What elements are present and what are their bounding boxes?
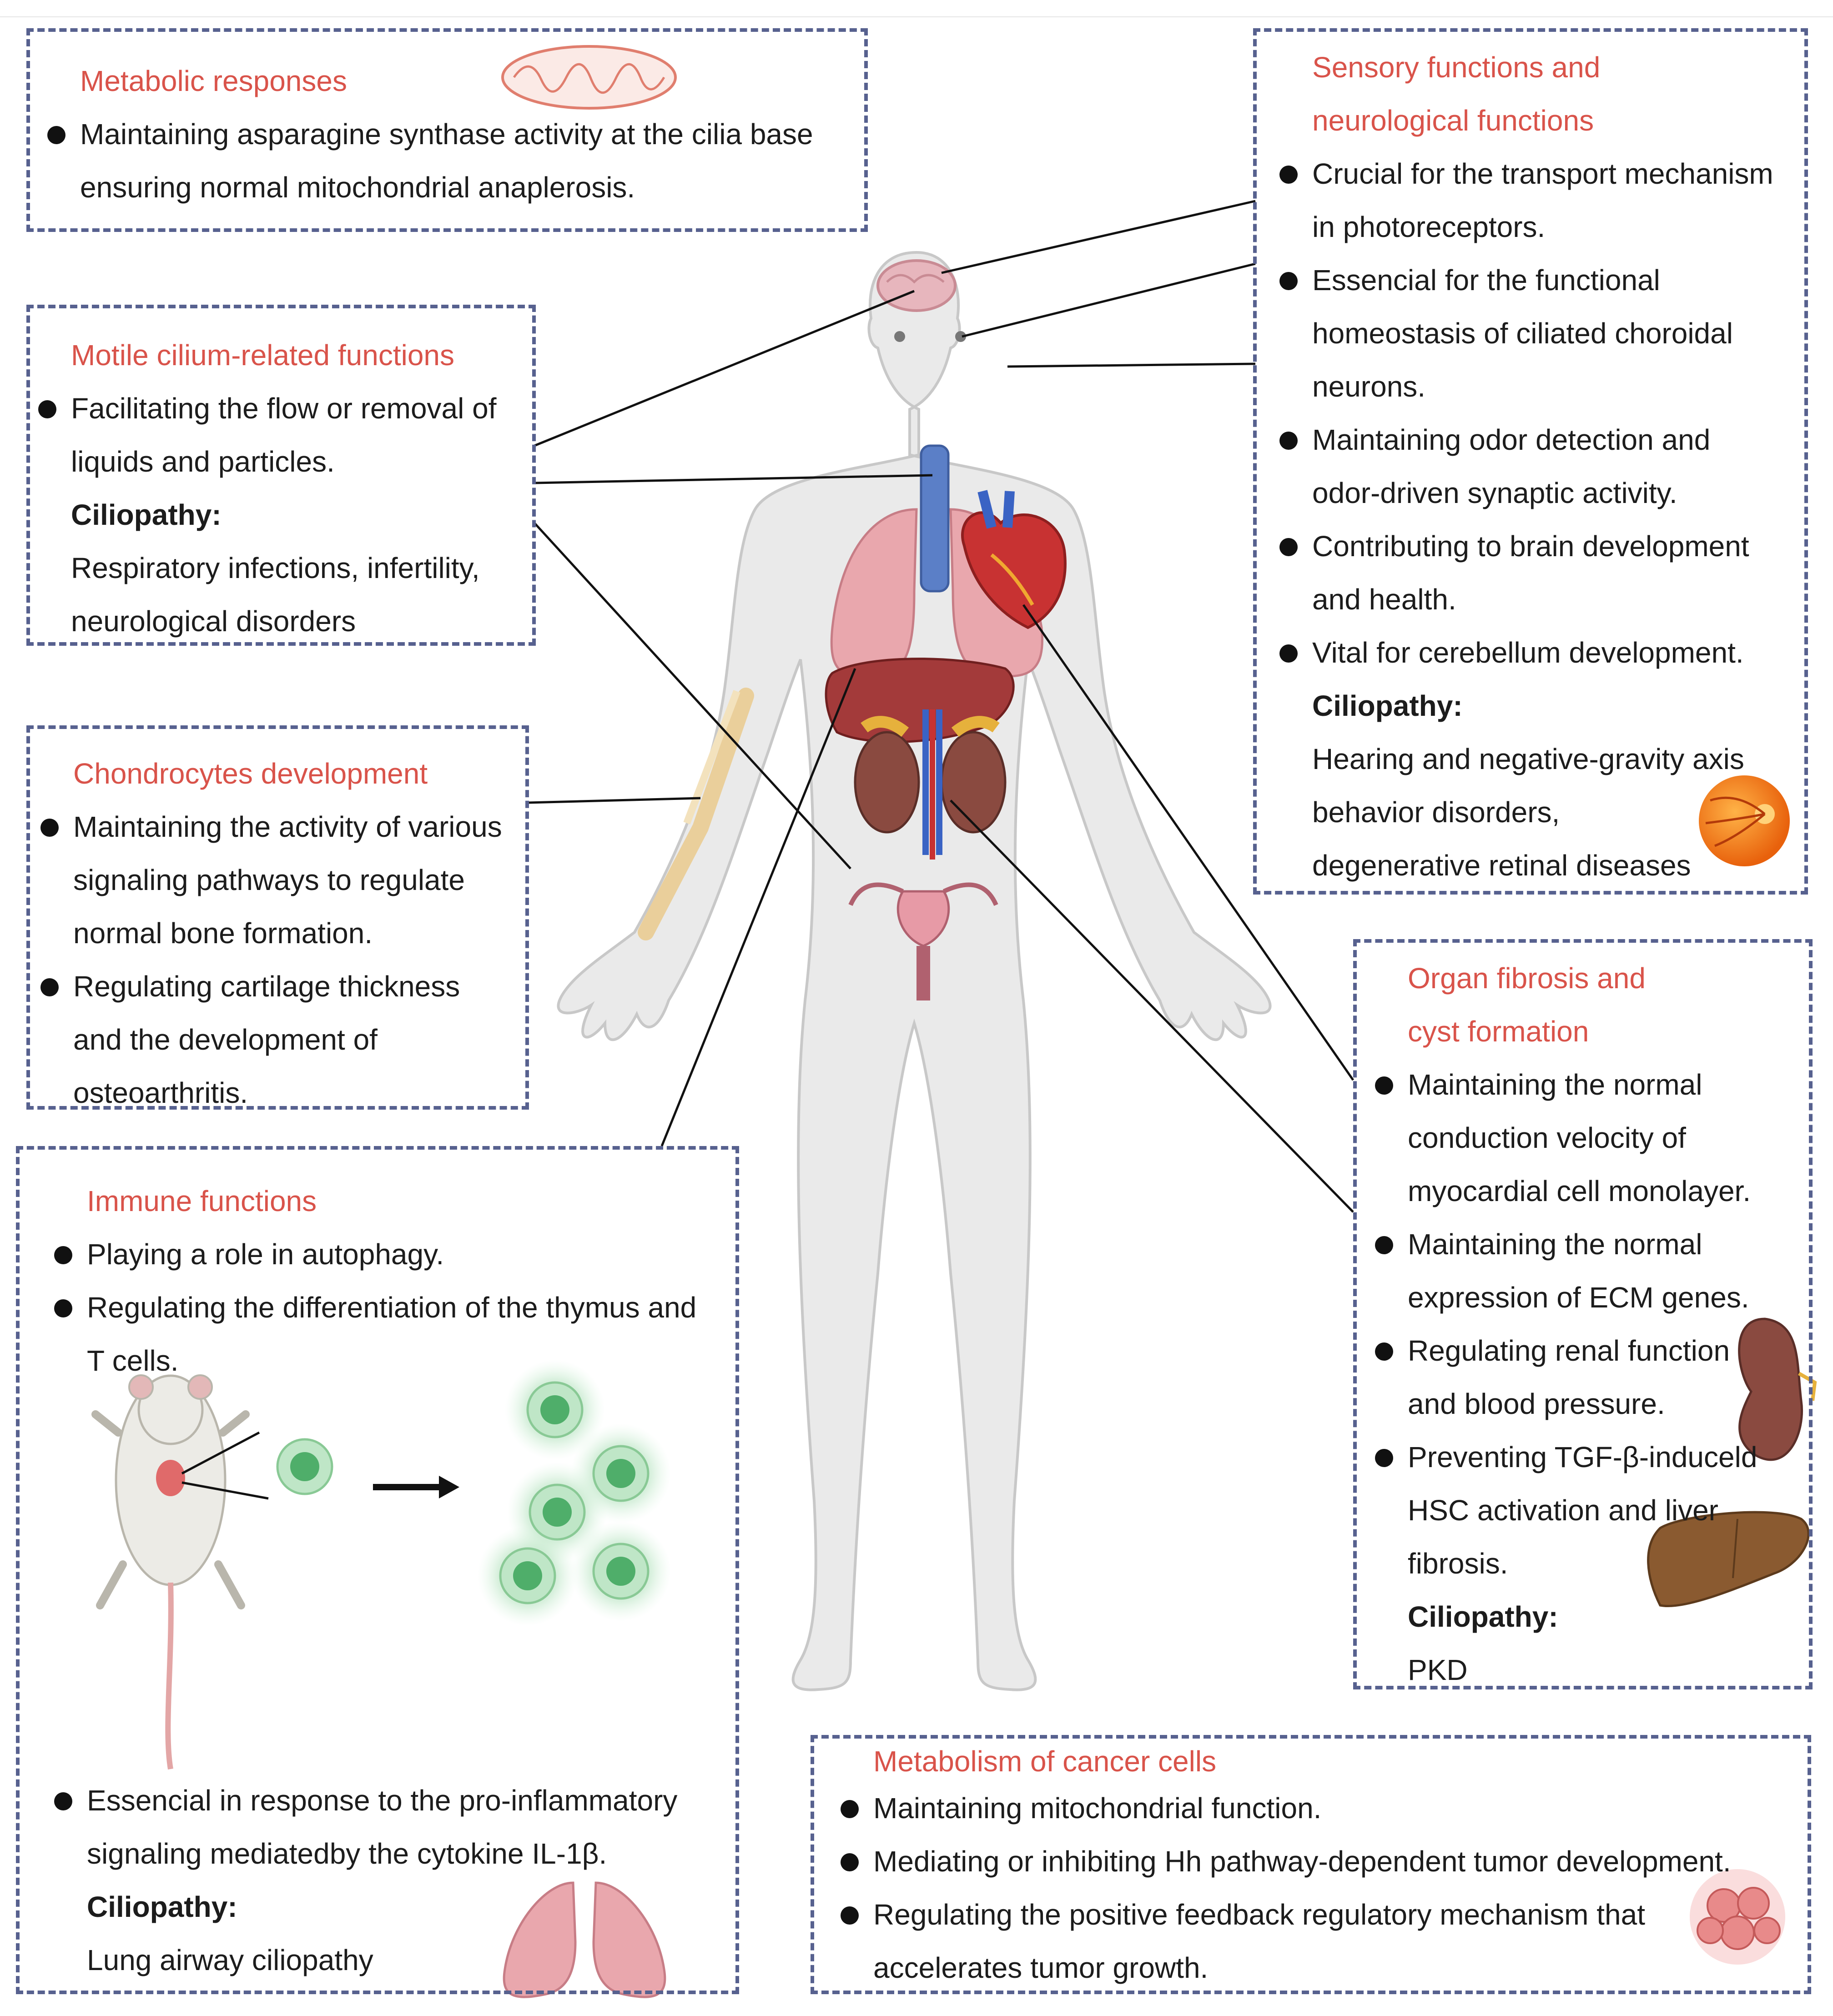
kidney-icon — [1738, 1317, 1817, 1461]
ciliopathy-text: Lung airway ciliopathy — [87, 1944, 373, 1976]
chondrocytes-box: Chondrocytes development Maintaining the… — [26, 725, 529, 1110]
list-item: Maintaining the activity of various sign… — [40, 800, 507, 960]
box-title: Metabolism of cancer cells — [873, 1745, 1217, 1778]
heart-icon — [961, 511, 1067, 629]
sensory-functions-box: Sensory functions and neurological funct… — [1253, 28, 1808, 895]
immune-functions-box: Immune functions Playing a role in autop… — [16, 1146, 739, 1994]
lung-left — [830, 508, 918, 678]
connector-lines — [527, 200, 1355, 1213]
list-item: Mediating or inhibiting Hh pathway-depen… — [841, 1835, 1789, 1888]
box-title: Motile cilium-related functions — [71, 339, 454, 372]
kidney-left — [854, 731, 920, 834]
illustration-spacer — [87, 1388, 717, 1774]
list-item: Regulating renal function and blood pres… — [1375, 1324, 1791, 1431]
motile-cilium-box: Motile cilium-related functions Facilita… — [26, 305, 536, 646]
kidney-right — [940, 731, 1007, 834]
lungs-icon — [503, 1881, 666, 1998]
ciliopathy-text: Respiratory infections, infertility, neu… — [71, 552, 480, 638]
top-rule — [0, 16, 1833, 17]
ciliopathy-label: Ciliopathy: — [1312, 689, 1463, 722]
right-eye — [955, 331, 966, 342]
trachea-icon — [920, 444, 950, 593]
uterus-icon — [896, 890, 950, 947]
list-item: Regulating the positive feedback regulat… — [841, 1888, 1789, 1995]
arm-bone-icon — [638, 688, 754, 940]
ciliopathy-label: Ciliopathy: — [87, 1890, 237, 1923]
organ-fibrosis-box: Organ fibrosis and cyst formation Mainta… — [1353, 939, 1813, 1689]
list-item: Essencial for the functional homeostasis… — [1279, 254, 1786, 413]
list-item: Maintaining asparagine synthase activity… — [47, 108, 846, 214]
box-title: Organ fibrosis and cyst formation — [1408, 962, 1646, 1048]
list-item: Maintaining mitochondrial function. — [841, 1782, 1789, 1835]
list-item: Crucial for the transport mechanism in p… — [1279, 147, 1786, 254]
list-item: Preventing TGF-β-induceld HSC activation… — [1375, 1431, 1791, 1590]
box-title: Metabolic responses — [80, 65, 347, 97]
mouse-icon — [91, 1374, 250, 1770]
mitochondrion-icon — [501, 45, 677, 110]
list-item: Essencial in response to the pro-inflamm… — [54, 1774, 717, 1880]
box-title: Immune functions — [87, 1185, 317, 1217]
arrow-icon — [373, 1476, 459, 1498]
t-cell-icon — [276, 1438, 333, 1495]
ciliopathy-text: PKD — [1408, 1654, 1468, 1686]
list-item: Playing a role in autophagy. — [54, 1228, 717, 1281]
box-title: Sensory functions and neurological funct… — [1312, 51, 1601, 137]
cancer-metabolism-box: Metabolism of cancer cells Maintaining m… — [811, 1735, 1811, 1994]
left-eye — [894, 331, 905, 342]
list-item: Regulating the differentiation of the th… — [54, 1281, 717, 1388]
liver-icon — [1647, 1511, 1810, 1608]
tumor-cells-icon — [1690, 1869, 1785, 1965]
retina-eye-icon — [1699, 775, 1790, 866]
mouse-pointer-lines — [181, 1431, 269, 1500]
metabolic-responses-box: Metabolic responses Maintaining asparagi… — [26, 28, 868, 232]
brain-icon — [876, 259, 957, 312]
list-item: Facilitating the flow or removal of liqu… — [38, 382, 514, 488]
list-item: Contributing to brain development and he… — [1279, 520, 1786, 626]
list-item: Maintaining odor detection and odor-driv… — [1279, 413, 1786, 520]
human-body-icon — [557, 251, 1272, 1691]
list-item: Maintaining the normal conduction veloci… — [1375, 1058, 1791, 1218]
ciliopathy-label: Ciliopathy: — [71, 498, 222, 531]
box-title: Chondrocytes development — [73, 757, 428, 790]
ciliopathy-label: Ciliopathy: — [1408, 1600, 1558, 1633]
ciliopathy-text: Hearing and negative-gravity axis behavi… — [1312, 743, 1744, 882]
t-cell-group — [478, 1360, 671, 1626]
list-item: Regulating cartilage thickness and the d… — [40, 960, 507, 1120]
list-item: Vital for cerebellum development. — [1279, 626, 1786, 679]
list-item: Maintaining the normal expression of ECM… — [1375, 1218, 1791, 1324]
